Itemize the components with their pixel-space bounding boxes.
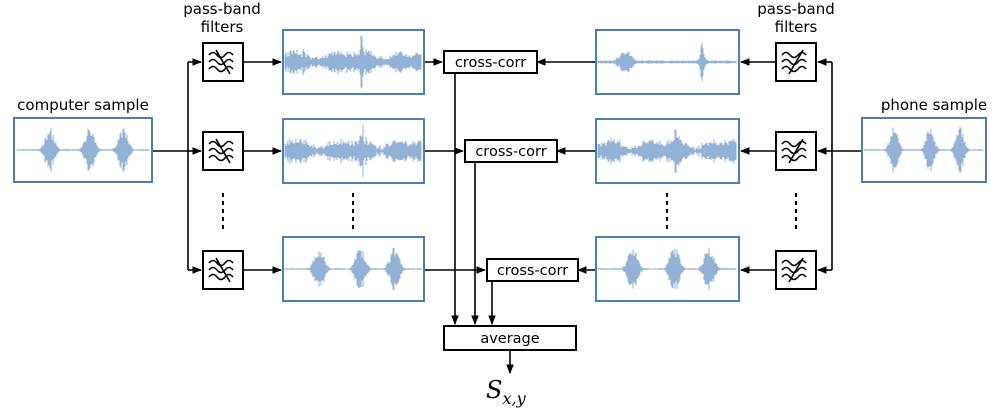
right-band-1-waveform	[595, 29, 740, 95]
cross-corr-label: cross-corr	[475, 144, 546, 160]
average-label: average	[480, 331, 539, 347]
ellipsis-markers	[222, 193, 797, 233]
right-band-1-trace	[597, 42, 737, 82]
cross-corr-box-3: cross-corr	[486, 258, 579, 282]
right-band-3-trace	[597, 247, 737, 291]
left-band-2-waveform	[282, 118, 425, 184]
passband-filter-icon	[781, 138, 807, 164]
passband-filter-icon	[781, 49, 807, 75]
passband-filter-icon	[208, 138, 234, 164]
passband-filter-icon	[781, 257, 807, 283]
left-filters-label-line1: pass-band	[183, 0, 261, 18]
computer-sample-label: computer sample	[17, 96, 149, 114]
passband-filter-icon	[208, 49, 234, 75]
left-band-3-waveform	[282, 236, 425, 302]
computer-sample-waveform	[13, 117, 153, 183]
right-filter-3	[775, 250, 817, 290]
connection-lines	[152, 58, 862, 374]
left-band-1-trace	[284, 35, 422, 89]
left-filters-label-line2: filters	[201, 18, 244, 36]
left-band-2-trace	[284, 124, 422, 178]
output-symbol: Sx,y	[486, 376, 527, 408]
left-band-3-trace	[284, 247, 422, 291]
average-box: average	[443, 325, 577, 351]
left-band-1-waveform	[282, 29, 425, 95]
right-filters-label-line1: pass-band	[757, 0, 835, 18]
left-filter-1	[202, 42, 244, 82]
right-band-3-waveform	[595, 236, 740, 302]
cross-corr-box-2: cross-corr	[464, 139, 558, 163]
right-band-2-waveform	[595, 118, 740, 184]
cross-corr-box-1: cross-corr	[443, 50, 538, 74]
left-filter-2	[202, 131, 244, 171]
phone-sample-label: phone sample	[881, 96, 987, 114]
right-filter-1	[775, 42, 817, 82]
left-filter-3	[202, 250, 244, 290]
right-filter-2	[775, 131, 817, 171]
phone-sample-waveform	[861, 117, 987, 183]
cross-corr-label: cross-corr	[455, 55, 526, 71]
right-band-2-trace	[597, 128, 737, 174]
cross-corr-label: cross-corr	[497, 263, 568, 279]
passband-filter-icon	[208, 257, 234, 283]
computer-sample-trace	[15, 128, 150, 172]
right-filters-label-line2: filters	[775, 18, 818, 36]
phone-sample-trace	[863, 126, 984, 174]
